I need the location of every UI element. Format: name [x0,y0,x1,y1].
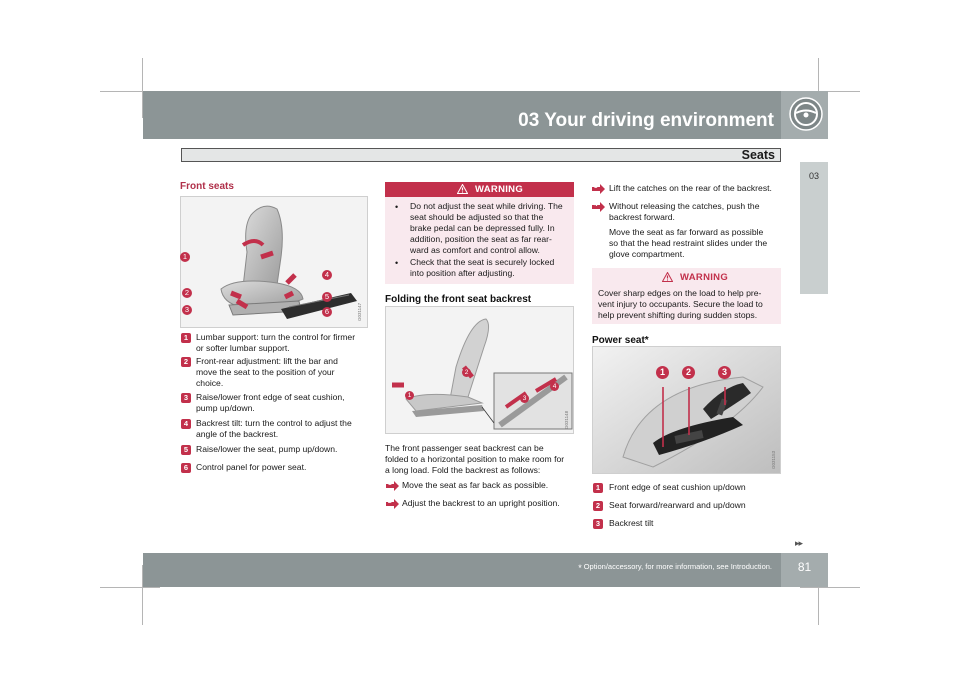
warning-label: WARNING [475,184,524,195]
warning-box: WARNING • Do not adjust the seat while d… [385,182,574,284]
list-item: Control panel for power seat. [196,462,307,472]
power-seat-figure: G031153 [592,346,781,474]
footer-right-band [781,553,828,587]
crop-mark [800,587,860,588]
folding-backrest-figure: G031148 [385,306,574,434]
steering-wheel-icon [789,97,823,131]
crop-mark [142,58,143,118]
crop-mark [818,58,819,118]
footnote-star: * [578,563,582,573]
list-item: Lumbar support: turn the control for fir… [196,332,356,353]
chapter-title: 03 Your driving environment [518,110,774,131]
warning-header [385,182,574,197]
callout-6: 6 [322,307,332,317]
step-arrow-icon [592,184,605,194]
callout-1: 1 [180,252,190,262]
folding-backrest-heading: Folding the front seat backrest [385,294,532,305]
callout-2: 2 [682,366,695,379]
item-number: 1 [593,483,603,493]
callout-2: 2 [182,288,192,298]
step-text: Without releasing the catches, push the … [609,201,760,222]
step-text: Adjust the backrest to an upright positi… [402,498,560,508]
warning-text: Check that the seat is securely locked i… [410,257,555,278]
footer-band [143,553,781,587]
item-number: 6 [181,463,191,473]
chapter-side-tab [800,162,828,294]
warning-box: WARNING Cover sharp edges on the load to… [592,268,781,324]
callout-2: 2 [462,368,471,377]
bullet: • [395,258,399,268]
footnote: *Option/accessory, for more information,… [578,562,772,573]
section-bar [181,148,781,162]
chapter-side-tab-label: 03 [808,171,819,181]
step-arrow-icon [592,202,605,212]
continue-arrows-icon: ▸▸ [795,538,803,548]
callout-3: 3 [718,366,731,379]
step-number: 1 [388,480,392,487]
crop-mark [800,91,860,92]
page-number: 81 [797,560,812,574]
list-item: Front-rear adjustment: lift the bar and … [196,356,338,388]
warning-text: Do not adjust the seat while driving. Th… [410,201,563,255]
power-seat-illustration [593,347,780,473]
list-item: Raise/lower the seat, pump up/down. [196,444,338,454]
figure-code: G031148 [564,410,569,429]
callout-1: 1 [405,391,414,400]
folding-intro: The front passenger seat backrest can be… [385,443,565,475]
list-item: Backrest tilt: turn the control to adjus… [196,418,352,439]
crop-mark [100,91,160,92]
callout-3: 3 [520,394,529,403]
item-number: 3 [593,519,603,529]
warning-text: Cover sharp edges on the load to help pr… [598,288,763,320]
power-seat-heading: Power seat* [592,335,649,346]
warning-label: WARNING [680,272,729,283]
section-title: Seats [741,148,775,162]
item-number: 4 [181,419,191,429]
callout-4: 4 [322,270,332,280]
front-seat-figure: G031147 [180,196,368,328]
item-number: 2 [181,357,191,367]
callout-5: 5 [322,292,332,302]
step-text: Lift the catches on the rear of the back… [609,183,772,193]
callout-4: 4 [550,382,559,391]
item-number: 5 [181,445,191,455]
figure-code: G031153 [771,450,776,469]
item-number: 3 [181,393,191,403]
figure-code: G031147 [357,302,362,321]
step-text: Move the seat as far back as possible. [402,480,549,490]
footnote-text: Option/accessory, for more information, … [583,562,772,571]
step-extra-text: Move the seat as far forward as possible… [609,227,768,259]
front-seats-heading: Front seats [180,181,234,192]
warning-triangle-icon [662,272,673,282]
step-arrow-icon [386,499,399,509]
crop-mark [100,587,160,588]
header-band [143,91,781,139]
folding-backrest-illustration [392,318,573,430]
warning-triangle-icon [457,184,468,194]
step-number: 2 [388,498,392,505]
step-number: 3 [594,183,598,190]
front-seat-illustration [220,205,357,319]
list-item: Seat forward/rearward and up/down [609,500,746,510]
item-number: 2 [593,501,603,511]
step-number: 4 [594,201,598,208]
bullet: • [395,202,399,212]
step-arrow-icon [386,481,399,491]
list-item: Front edge of seat cushion up/down [609,482,746,492]
item-number: 1 [181,333,191,343]
list-item: Raise/lower front edge of seat cushion, … [196,392,345,413]
list-item: Backrest tilt [609,518,654,528]
crop-mark [142,565,143,625]
callout-3: 3 [182,305,192,315]
crop-mark [818,565,819,625]
callout-1: 1 [656,366,669,379]
